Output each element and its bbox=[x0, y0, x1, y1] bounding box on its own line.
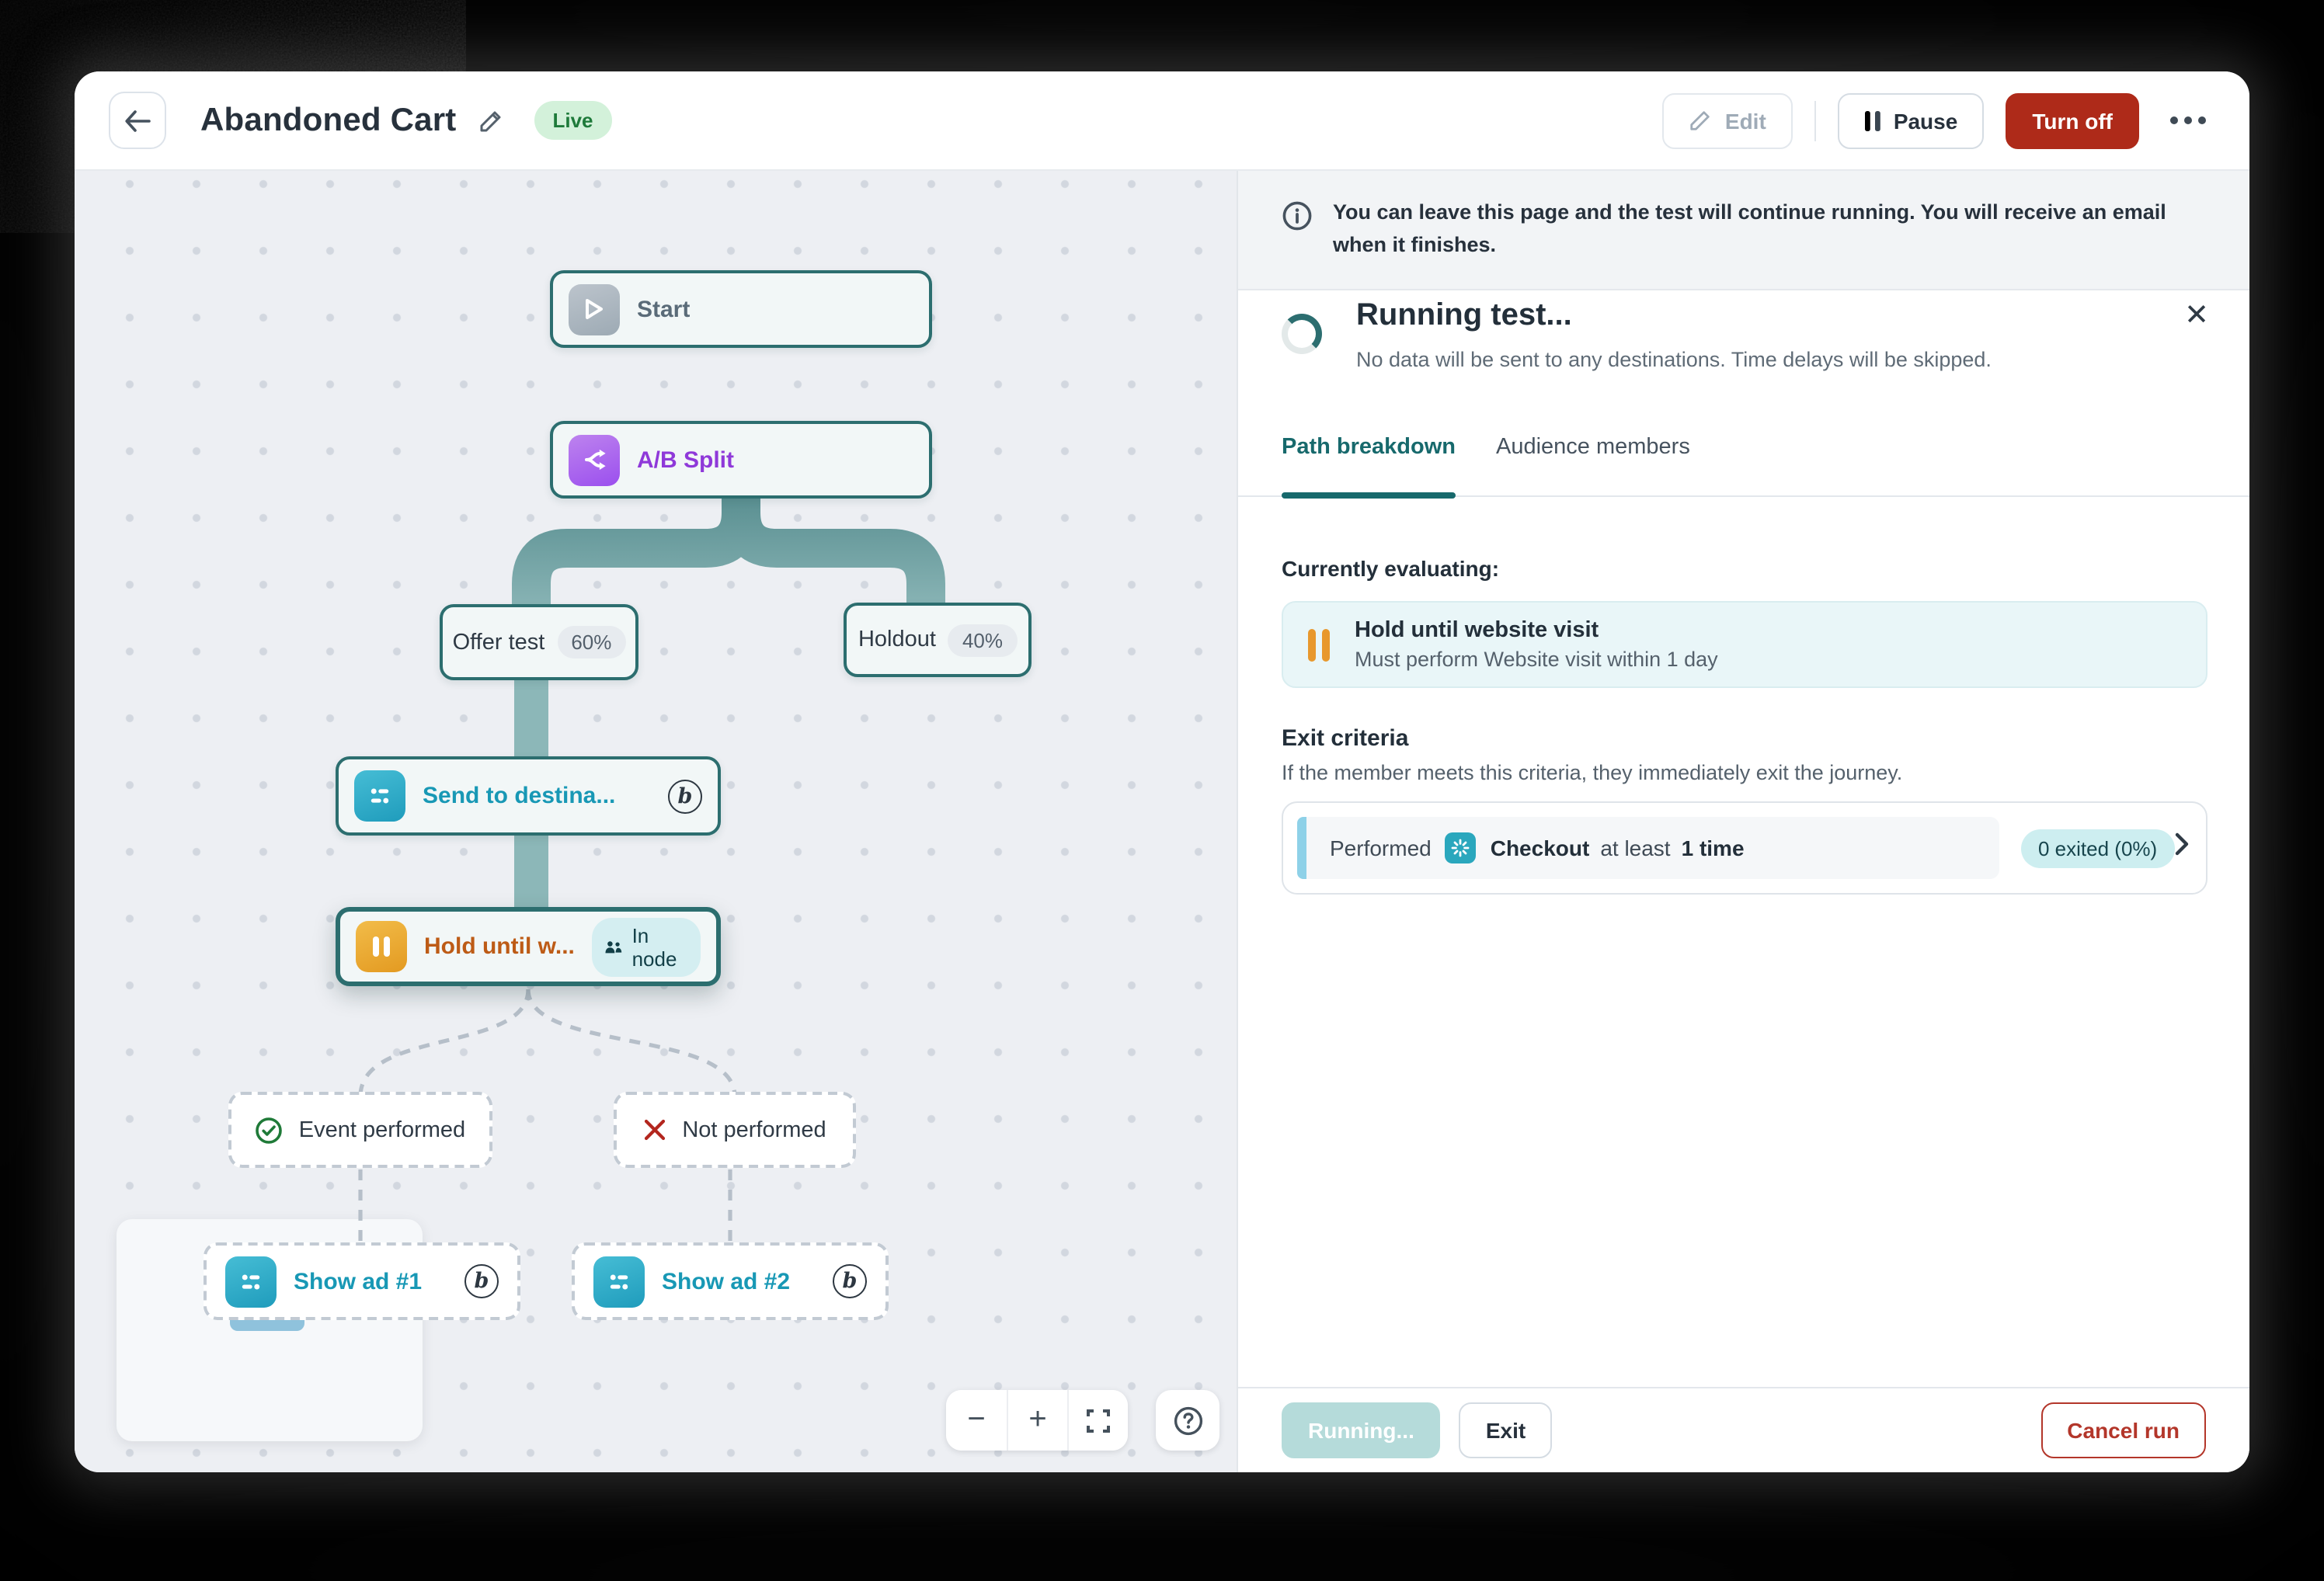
node-label: Hold until w... bbox=[424, 933, 575, 960]
exit-criteria-heading: Exit criteria bbox=[1282, 725, 1409, 752]
node-label: A/B Split bbox=[637, 447, 734, 473]
node-label: Show ad #1 bbox=[294, 1268, 423, 1294]
hold-pause-icon bbox=[1308, 628, 1330, 661]
status-badge: Live bbox=[534, 101, 612, 140]
node-event-performed[interactable]: Event performed bbox=[228, 1092, 492, 1168]
x-icon bbox=[645, 1119, 666, 1141]
pause-button[interactable]: Pause bbox=[1837, 92, 1985, 148]
check-circle-icon bbox=[256, 1117, 283, 1143]
top-header: Abandoned Cart Live Edit Pause Turn off bbox=[75, 71, 2249, 171]
edit-button[interactable]: Edit bbox=[1662, 92, 1793, 148]
fit-screen-icon bbox=[1087, 1409, 1110, 1432]
zoom-in-button[interactable]: + bbox=[1007, 1390, 1067, 1451]
ad-icon bbox=[225, 1256, 277, 1307]
test-run-panel: You can leave this page and the test wil… bbox=[1237, 171, 2249, 1472]
criteria-prefix: Performed bbox=[1330, 836, 1432, 860]
currently-evaluating-card: Hold until website visit Must perform We… bbox=[1282, 601, 2207, 688]
node-label: Event performed bbox=[298, 1117, 466, 1142]
turn-off-button[interactable]: Turn off bbox=[2006, 92, 2139, 148]
flow-canvas[interactable]: Start A/B Split Offer test 60% Holdout 4… bbox=[75, 171, 1237, 1472]
edit-pencil-icon bbox=[1691, 111, 1710, 130]
criteria-count: 1 time bbox=[1681, 836, 1745, 860]
braze-logo-icon: b bbox=[833, 1264, 867, 1298]
people-icon bbox=[605, 940, 622, 953]
pause-icon bbox=[1864, 110, 1880, 130]
node-label: Start bbox=[637, 296, 691, 322]
exited-count-badge: 0 exited (0%) bbox=[2021, 829, 2175, 867]
destination-icon bbox=[354, 770, 405, 822]
more-menu-button[interactable] bbox=[2161, 116, 2215, 124]
chevron-right-icon bbox=[2174, 832, 2188, 863]
back-arrow-icon bbox=[125, 109, 151, 131]
evaluating-step-title: Hold until website visit bbox=[1355, 618, 1599, 643]
header-divider bbox=[1814, 100, 1816, 141]
currently-evaluating-label: Currently evaluating: bbox=[1282, 556, 1500, 581]
fit-view-button[interactable] bbox=[1067, 1390, 1128, 1451]
event-spark-icon bbox=[1445, 832, 1477, 863]
info-banner: You can leave this page and the test wil… bbox=[1238, 171, 2249, 290]
criteria-middle: at least bbox=[1600, 836, 1671, 860]
ad-icon bbox=[593, 1256, 645, 1307]
node-send-to-destination[interactable]: Send to destina... b bbox=[336, 756, 721, 836]
header-actions: Edit Pause Turn off bbox=[1662, 92, 2215, 148]
criteria-accent-bar bbox=[1297, 817, 1306, 879]
panel-footer: Running... Exit Cancel run bbox=[1238, 1387, 2249, 1472]
help-button[interactable] bbox=[1156, 1390, 1219, 1451]
zoom-controls: − + bbox=[946, 1390, 1128, 1451]
node-label: Holdout bbox=[858, 627, 936, 652]
split-percentage-badge: 40% bbox=[948, 624, 1017, 656]
node-label: Offer test bbox=[452, 630, 545, 655]
close-panel-button[interactable]: ✕ bbox=[2184, 300, 2209, 332]
panel-tabs: Path breakdown Audience members bbox=[1238, 435, 2249, 498]
node-holdout[interactable]: Holdout 40% bbox=[844, 603, 1032, 677]
tab-audience-members[interactable]: Audience members bbox=[1496, 435, 1690, 460]
back-button[interactable] bbox=[109, 92, 166, 149]
pencil-icon bbox=[479, 110, 500, 131]
banner-text: You can leave this page and the test wil… bbox=[1333, 200, 2166, 256]
node-offer-test[interactable]: Offer test 60% bbox=[440, 604, 638, 680]
braze-logo-icon: b bbox=[668, 779, 702, 813]
play-icon bbox=[569, 283, 620, 335]
evaluating-step-subtitle: Must perform Website visit within 1 day bbox=[1355, 648, 1718, 671]
hold-pause-icon bbox=[356, 921, 407, 972]
rename-button[interactable] bbox=[478, 108, 503, 133]
in-node-badge: In node bbox=[591, 917, 701, 976]
zoom-out-button[interactable]: − bbox=[946, 1390, 1007, 1451]
node-label: Not performed bbox=[682, 1117, 826, 1142]
node-label: Send to destina... bbox=[423, 783, 616, 809]
running-title: Running test... bbox=[1356, 298, 1572, 332]
running-subtitle: No data will be sent to any destinations… bbox=[1356, 348, 1992, 371]
running-button[interactable]: Running... bbox=[1282, 1402, 1441, 1458]
exit-button[interactable]: Exit bbox=[1459, 1402, 1553, 1458]
node-label: Show ad #2 bbox=[662, 1268, 791, 1294]
split-percentage-badge: 60% bbox=[557, 626, 626, 658]
braze-logo-icon: b bbox=[464, 1264, 499, 1298]
node-start[interactable]: Start bbox=[550, 270, 932, 348]
node-ab-split[interactable]: A/B Split bbox=[550, 421, 932, 499]
criteria-event: Checkout bbox=[1490, 836, 1590, 860]
info-icon bbox=[1282, 201, 1312, 231]
split-icon bbox=[569, 434, 620, 485]
running-spinner-icon bbox=[1282, 314, 1322, 354]
node-show-ad-2[interactable]: Show ad #2 b bbox=[572, 1242, 889, 1320]
node-hold-until[interactable]: Hold until w... In node bbox=[336, 907, 721, 986]
question-icon bbox=[1173, 1406, 1202, 1435]
node-not-performed[interactable]: Not performed bbox=[614, 1092, 856, 1168]
criteria-condition: Performed Checkout at least 1 time bbox=[1297, 817, 1999, 879]
exit-criteria-row[interactable]: Performed Checkout at least 1 time 0 exi… bbox=[1282, 801, 2207, 895]
node-show-ad-1[interactable]: Show ad #1 b bbox=[204, 1242, 520, 1320]
tab-path-breakdown[interactable]: Path breakdown bbox=[1282, 435, 1456, 498]
app-window: Abandoned Cart Live Edit Pause Turn off bbox=[75, 71, 2249, 1472]
exit-criteria-description: If the member meets this criteria, they … bbox=[1282, 761, 1903, 784]
page-title: Abandoned Cart bbox=[200, 102, 457, 137]
cancel-run-button[interactable]: Cancel run bbox=[2040, 1402, 2206, 1458]
